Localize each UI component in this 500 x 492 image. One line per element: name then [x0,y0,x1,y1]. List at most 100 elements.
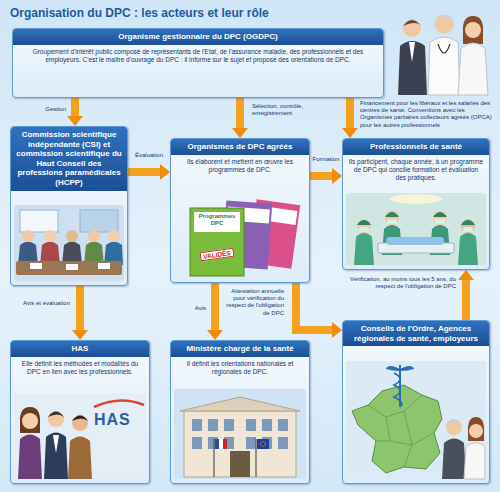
meeting-illustration [66,264,78,270]
ministry-building-illustration [278,437,288,449]
brochures-illustration [190,208,244,276]
doctors-illustration [465,22,481,38]
ministry-building-illustration [261,442,266,447]
ministry-building-illustration [230,451,250,477]
ministry-building-illustration [215,439,219,449]
actor-box: Professionnels de santéIls participent, … [342,138,490,270]
surgeons-illustration [461,219,475,233]
surgeons-illustration [357,219,371,233]
brochures-illustration [222,200,272,269]
france-map-illustration [464,443,485,480]
box-text: Elle définit les méthodes et modalités d… [11,357,149,379]
meeting-illustration [80,210,118,232]
has-illustration [48,411,64,427]
box-heading: Organismes de DPC agréés [171,139,309,155]
surgeons-illustration [387,219,397,224]
surgeons-illustration [463,227,473,232]
surgeons-illustration [346,193,486,265]
france-map-illustration [468,417,484,441]
has-illustration [53,435,59,453]
ministry-building-illustration [192,419,202,431]
brochures-illustration [194,212,240,232]
arrow-label: Évaluation [130,152,168,159]
arrow-label: Sélection, contrôle, enregistrement [252,103,338,117]
meeting-illustration [108,230,120,242]
arrow-label: Formation [311,156,341,163]
surgeons-illustration [458,233,478,265]
flow-arrow [462,279,470,320]
surgeons-illustration [382,225,402,255]
flow-arrow [236,98,244,129]
ministry-building-illustration [213,439,214,477]
arrow-head [332,322,342,338]
box-heading: Organisme gestionnaire du DPC (OGDPC) [13,29,383,45]
france-map-illustration [469,424,483,438]
surgeons-illustration [385,212,399,217]
ministry-building-illustration [246,419,256,431]
flow-arrow [128,168,161,176]
ministry-building-illustration [278,419,288,431]
doctors-illustration [403,19,421,37]
france-map-illustration [442,439,466,480]
france-map-illustration [446,419,462,435]
surgeons-illustration [435,219,445,224]
france-map-illustration [394,373,402,407]
flow-arrow [76,286,84,331]
has-illustration [72,416,88,422]
meeting-illustration [88,230,100,242]
flow-arrow [211,283,219,331]
meeting-illustration [44,230,56,242]
arrow-label: Attestation annuelle pour vérification d… [222,288,284,317]
ministry-building-illustration [184,411,296,477]
france-map-illustration [386,366,414,371]
box-text: Ils participent, chaque année, à un prog… [343,155,489,185]
box-heading: Professionnels de santé [343,139,489,155]
arrow-head [72,330,88,340]
surgeons-illustration [390,194,442,204]
brochures-illustration [248,199,300,269]
box-text: Groupement d'intérêt public composé de r… [13,45,383,67]
box-heading: Conseils de l'Ordre, Agences régionales … [343,321,489,346]
meeting-illustration [20,210,58,232]
meeting-illustration [98,263,110,269]
actor-box: Organisme gestionnaire du DPC (OGDPC)Gro… [12,28,384,98]
ministry-building-illustration [192,437,202,449]
actor-box: Organismes de DPC agréésIls élaborent et… [170,138,310,283]
doctors-illustration [403,20,421,26]
logo-text: HAS [94,411,131,429]
meeting-illustration [30,263,42,269]
box-text: Ils élaborent et mettent en œuvre les pr… [171,155,309,177]
has-illustration [48,412,64,418]
surgeons-illustration [433,211,447,225]
has-illustration [94,400,144,407]
meeting-illustration [62,242,82,266]
doctors-illustration [398,41,427,95]
doctors-illustration [428,37,460,95]
surgeons-illustration [359,227,369,232]
surgeons-illustration [386,237,444,245]
meeting-illustration [18,242,38,266]
actor-box: Commission scientifique indépendante (CS… [10,126,128,286]
surgeons-illustration [433,212,447,217]
arrow-label: Financement pour les libéraux et les sal… [360,100,492,129]
ministry-building-illustration [224,419,234,431]
doctors-illustration [398,15,488,96]
arrow-head [342,128,358,138]
doctors-illustration [435,17,454,23]
doctors-illustration [435,15,454,34]
surgeons-illustration [430,225,450,255]
france-map-illustration [346,361,486,479]
surgeons-illustration [385,211,399,225]
flow-arrow [296,283,333,330]
flow-arrow [71,98,79,117]
has-illustration [22,413,38,429]
box-heading: Commission scientifique indépendante (CS… [11,127,127,191]
arrow-head [232,128,248,138]
ministry-building-illustration [180,397,300,411]
ministry-building-illustration [246,437,256,449]
france-map-illustration [352,385,442,473]
ministry-building-illustration [223,439,227,449]
